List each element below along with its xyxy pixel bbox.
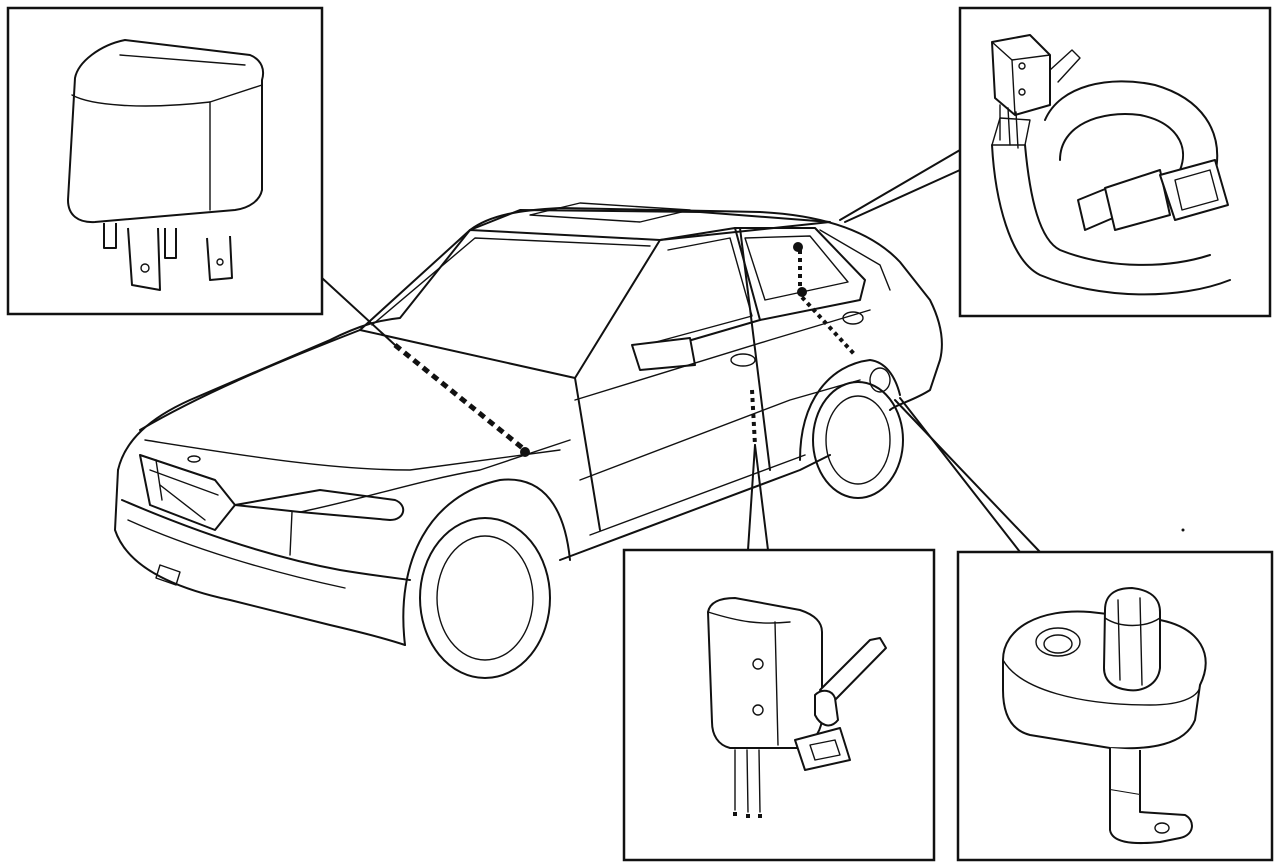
front-door-switch-panel	[622, 548, 936, 862]
rear-door-switch-panel	[958, 6, 1272, 318]
front-door-dashed-line	[750, 389, 757, 446]
relay-panel	[6, 6, 324, 316]
plunger-switch-panel	[956, 550, 1274, 862]
plunger-contact-icon	[1002, 587, 1207, 845]
car-illustration	[114, 202, 943, 679]
rear-door-dashed-line	[798, 250, 857, 357]
door-switch-connector-icon	[991, 34, 1231, 296]
door-switch-icon	[707, 597, 887, 820]
relay-harness-dashed-line	[393, 343, 527, 452]
relay-icon	[67, 39, 265, 291]
dot-mark	[1181, 528, 1185, 532]
leader-lines	[321, 149, 1041, 553]
